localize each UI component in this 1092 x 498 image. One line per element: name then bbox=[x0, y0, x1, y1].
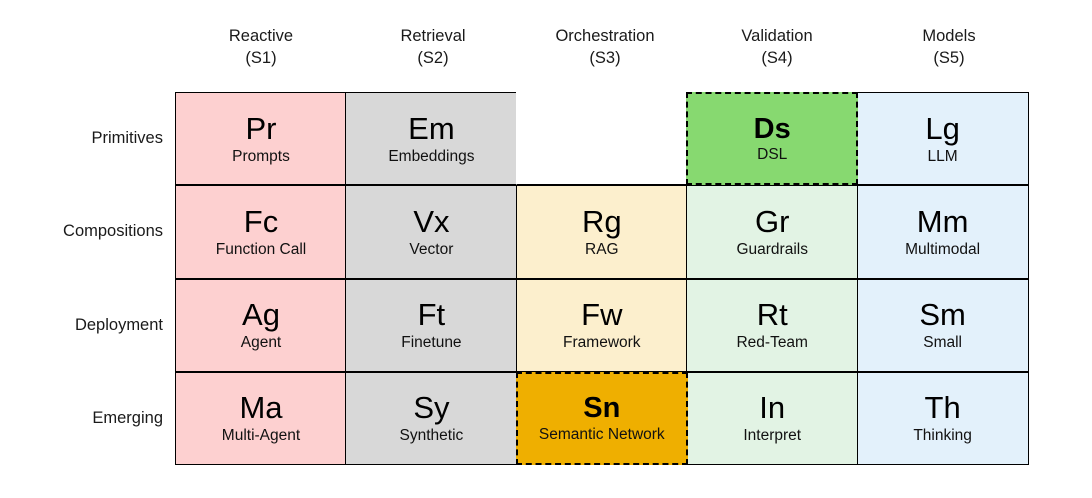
column-code: (S1) bbox=[245, 48, 277, 67]
element-symbol: Em bbox=[408, 110, 455, 146]
element-name: Multimodal bbox=[905, 240, 981, 258]
element-name: Vector bbox=[409, 240, 454, 258]
element-name: Guardrails bbox=[736, 240, 808, 258]
element-name: Small bbox=[923, 334, 962, 352]
row-label-primitives: Primitives bbox=[91, 129, 163, 148]
column-code: (S2) bbox=[417, 48, 449, 67]
column-header-row: Reactive (S1) Retrieval (S2) Orchestrati… bbox=[175, 26, 1035, 88]
column-name: Models bbox=[922, 27, 976, 45]
element-name: Red-Team bbox=[736, 334, 808, 352]
element-symbol: Ds bbox=[753, 112, 791, 145]
element-name: Semantic Network bbox=[538, 426, 665, 444]
element-name: Embeddings bbox=[388, 147, 475, 165]
element-symbol: Rt bbox=[756, 297, 788, 333]
element-name: Finetune bbox=[401, 334, 462, 352]
column-header-s3: Orchestration (S3) bbox=[519, 26, 691, 88]
row-label-compositions: Compositions bbox=[63, 222, 163, 241]
element-name: LLM bbox=[927, 147, 958, 165]
element-symbol: Fw bbox=[581, 297, 623, 333]
element-symbol: Ag bbox=[242, 297, 280, 333]
element-name: Agent bbox=[240, 334, 282, 352]
column-header-s1: Reactive (S1) bbox=[175, 26, 347, 88]
element-symbol: Pr bbox=[245, 110, 277, 146]
column-code: (S4) bbox=[761, 48, 793, 67]
element-name: Framework bbox=[563, 334, 641, 352]
element-name: Thinking bbox=[913, 427, 972, 445]
row-label-emerging: Emerging bbox=[92, 408, 163, 427]
element-name: Multi-Agent bbox=[221, 427, 301, 445]
element-name: Interpret bbox=[743, 427, 802, 445]
element-cell-empty-r1-c3 bbox=[515, 92, 688, 186]
column-header-s5: Models (S5) bbox=[863, 26, 1035, 88]
element-symbol: Fc bbox=[243, 203, 279, 239]
column-name: Retrieval bbox=[400, 27, 466, 45]
column-name: Reactive bbox=[228, 27, 294, 45]
element-symbol: Vx bbox=[413, 203, 450, 239]
element-symbol: Sm bbox=[919, 297, 966, 333]
element-symbol: Th bbox=[924, 390, 961, 426]
element-symbol: Lg bbox=[925, 110, 960, 146]
row-label-column: Primitives Compositions Deployment Emerg… bbox=[0, 92, 163, 465]
element-symbol: Ft bbox=[417, 297, 446, 333]
column-code: (S5) bbox=[933, 48, 965, 67]
column-header-s2: Retrieval (S2) bbox=[347, 26, 519, 88]
element-symbol: Rg bbox=[581, 203, 622, 239]
element-symbol: Sy bbox=[413, 390, 450, 426]
element-symbol: In bbox=[759, 390, 786, 426]
element-name: RAG bbox=[585, 240, 619, 258]
element-name: Synthetic bbox=[399, 427, 464, 445]
row-label-deployment: Deployment bbox=[74, 315, 163, 334]
column-name: Validation bbox=[741, 27, 813, 45]
element-symbol: Ma bbox=[239, 390, 283, 426]
element-symbol: Mm bbox=[916, 203, 969, 239]
element-name: Function Call bbox=[215, 240, 307, 258]
element-symbol: Gr bbox=[755, 203, 790, 239]
column-header-s4: Validation (S4) bbox=[691, 26, 863, 88]
element-name: DSL bbox=[757, 146, 788, 164]
column-name: Orchestration bbox=[555, 27, 655, 45]
element-name: Prompts bbox=[232, 147, 290, 165]
column-code: (S3) bbox=[589, 48, 621, 67]
element-symbol: Sn bbox=[583, 392, 621, 425]
